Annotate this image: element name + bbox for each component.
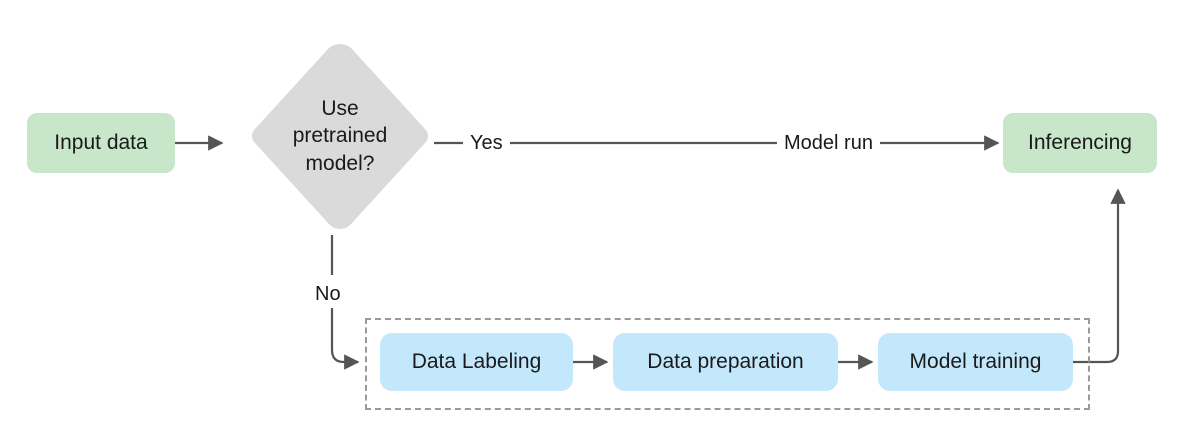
edge-label-yes: Yes: [463, 130, 510, 156]
edge-label-no: No: [308, 281, 348, 307]
node-data-preparation-label: Data preparation: [647, 349, 804, 373]
node-decision-text: Use pretrained model?: [292, 97, 388, 175]
node-model-training-label: Model training: [909, 349, 1042, 373]
edge-label-yes-text: Yes: [470, 131, 503, 154]
node-model-training[interactable]: Model training: [878, 333, 1073, 391]
edge-decision-no-branch: [330, 235, 358, 362]
edge-label-no-text: No: [315, 282, 341, 305]
edge-label-model-run-text: Model run: [784, 131, 873, 154]
edge-training-to-inferencing: [1073, 188, 1126, 364]
node-data-preparation[interactable]: Data preparation: [613, 333, 838, 391]
node-data-labeling-label: Data Labeling: [411, 349, 542, 373]
node-decision-label[interactable]: Use pretrained model?: [258, 86, 422, 186]
edge-label-model-run: Model run: [777, 130, 880, 156]
node-input-data-label: Input data: [54, 130, 148, 154]
node-inferencing-label: Inferencing: [1028, 130, 1132, 154]
decision-diamond-shape: [252, 44, 428, 229]
node-input-data[interactable]: Input data: [27, 113, 175, 173]
training-pipeline-group: [365, 318, 1090, 410]
node-data-labeling[interactable]: Data Labeling: [380, 333, 573, 391]
node-inferencing[interactable]: Inferencing: [1003, 113, 1157, 173]
